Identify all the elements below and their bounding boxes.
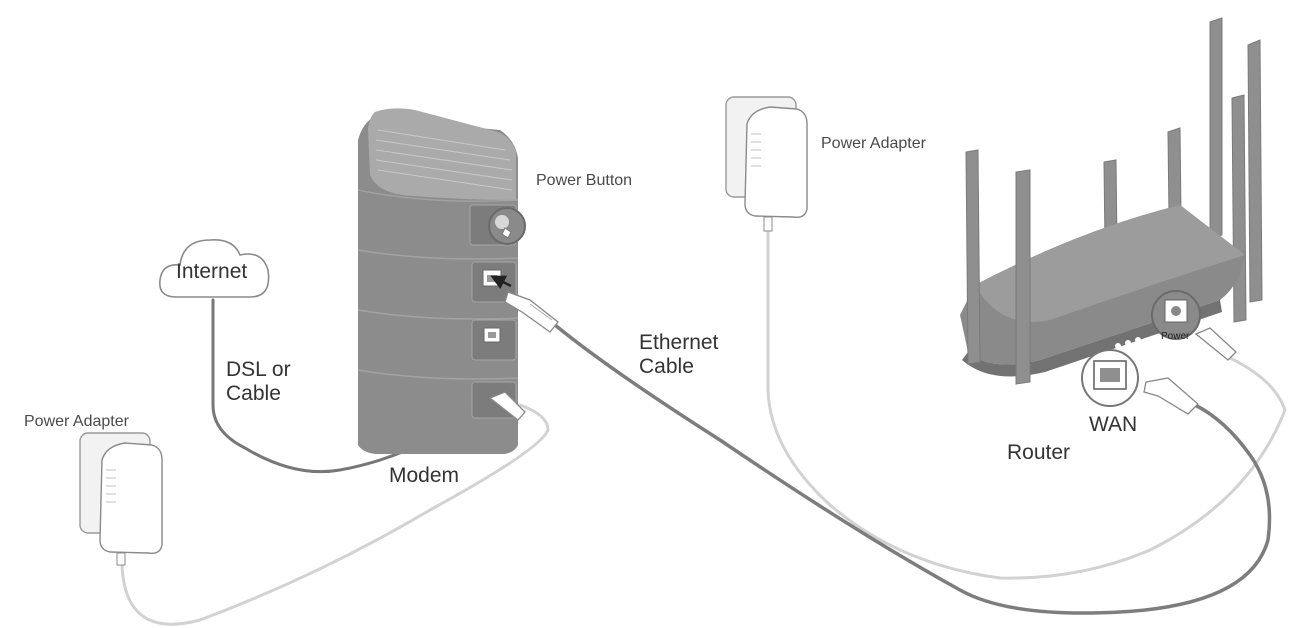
ethernet-cable-label: Ethernet Cable bbox=[639, 331, 718, 379]
modem-power-cable bbox=[120, 403, 550, 626]
wan-port-icon bbox=[1081, 349, 1139, 407]
ethernet-cable-line-2: Cable bbox=[639, 355, 694, 379]
power-adapter-left-label: Power Adapter bbox=[24, 413, 129, 430]
dsl-or-cable-label: DSL or Cable bbox=[226, 358, 291, 406]
power-button-label: Power Button bbox=[536, 172, 633, 189]
router-device bbox=[960, 17, 1263, 385]
ethernet-cable-line-1: Ethernet bbox=[639, 331, 719, 354]
power-adapter-top-label: Power Adapter bbox=[821, 135, 926, 152]
router-label: Router bbox=[1007, 441, 1071, 464]
dsl-or-cable-line-2: Cable bbox=[226, 382, 281, 406]
power-adapter-left-icon bbox=[79, 432, 163, 566]
ethernet-plug-router bbox=[1143, 377, 1199, 415]
modem-dsl-port-icon bbox=[483, 327, 501, 343]
dsl-or-cable-line-1: DSL or bbox=[226, 358, 291, 381]
internet-cloud-icon bbox=[159, 238, 270, 298]
router-power-port-icon bbox=[1151, 290, 1201, 340]
modem-label: Modem bbox=[389, 464, 460, 487]
ethernet-plug-modem bbox=[504, 291, 559, 333]
router-power-cable bbox=[766, 230, 1287, 580]
power-button-icon bbox=[488, 207, 526, 245]
power-plug-router bbox=[1194, 327, 1237, 361]
modem-ethernet-port-icon bbox=[482, 269, 502, 287]
power-adapter-top-icon bbox=[725, 96, 808, 232]
ethernet-cable bbox=[553, 323, 1272, 615]
power-port-label: Power bbox=[1161, 331, 1190, 342]
wan-label: WAN bbox=[1089, 413, 1138, 436]
power-plug-modem bbox=[488, 391, 526, 421]
internet-label: Internet bbox=[176, 260, 248, 283]
